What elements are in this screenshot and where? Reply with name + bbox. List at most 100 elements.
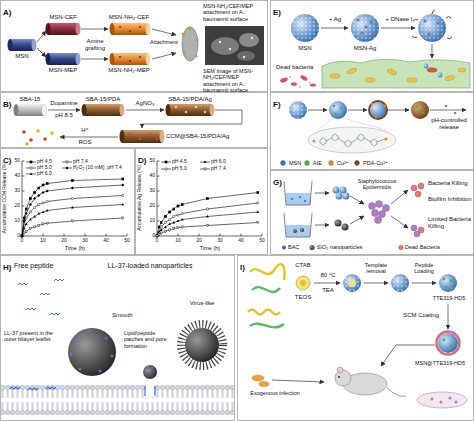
- part-label: MSN@TTE319-HD5: [410, 360, 470, 366]
- part-label: Staphylococcus Epidermidis: [352, 178, 402, 191]
- pda-cylinder: [82, 104, 87, 116]
- legend-line: [161, 169, 171, 170]
- ccm-cylinder: [122, 130, 162, 143]
- loaded-sphere: [335, 113, 338, 116]
- arrow: [272, 380, 324, 382]
- step-label: ROS: [70, 139, 100, 146]
- panel-a-illustration: [8, 23, 265, 65]
- arrow: [430, 110, 466, 111]
- panel-heading: LL-37-loaded nanoparticles: [90, 262, 210, 270]
- msn-sphere: [391, 274, 409, 292]
- tick-label: 10: [35, 238, 51, 244]
- arrow: [321, 28, 432, 58]
- step-label: Dopamine: [48, 100, 80, 107]
- axis-title: Accumulative Ag Release (%): [137, 158, 143, 238]
- peptide-patch: [143, 365, 157, 397]
- msn-ag-sphere: [351, 14, 379, 42]
- legend-line: [200, 169, 210, 170]
- staphylococcus-cluster: [376, 201, 383, 208]
- legend-entry: pH 5.0: [26, 165, 52, 171]
- peptide-structure: [250, 324, 284, 328]
- peptide-patch: [143, 365, 157, 379]
- smooth-nanoparticle: [70, 353, 73, 356]
- biofilm: [407, 78, 417, 82]
- part-label: TTE319-HD5: [426, 295, 472, 301]
- step-label: Exogenous infection: [248, 390, 302, 396]
- loaded-sphere: [333, 105, 336, 108]
- sem-image: [251, 37, 253, 39]
- part-label: CTAB: [290, 262, 316, 269]
- release-chart: [22, 161, 127, 236]
- tick-label: 40: [143, 173, 155, 179]
- sem-image: [205, 26, 264, 65]
- legend-line: [26, 174, 36, 175]
- part-label: Smooth: [112, 312, 146, 319]
- sba15-cylinder: [16, 104, 44, 116]
- drug-loaded-cylinder: [46, 53, 81, 65]
- culture-dish: [449, 397, 452, 400]
- arrow: [152, 29, 176, 35]
- step-label: Template removal: [358, 262, 394, 275]
- arrow: [321, 28, 348, 29]
- step-label: Exogenous infection: [248, 390, 302, 396]
- biofilm: [387, 68, 398, 76]
- msn-ag-sphere: [360, 31, 363, 34]
- ag-cylinder: [168, 104, 212, 116]
- dead-bacteria: [310, 83, 316, 86]
- panel-g-illustration: [282, 181, 424, 250]
- tick-label: 50: [119, 238, 135, 244]
- coated-sphere: [450, 345, 453, 348]
- step-label: Template removal: [358, 262, 394, 275]
- amine-cylinder: [119, 26, 121, 28]
- arrow: [126, 110, 164, 111]
- amine-cylinder: [112, 53, 148, 65]
- beaker: [300, 228, 304, 232]
- curcumin-molecules: [29, 138, 33, 142]
- sem-image: [243, 56, 245, 58]
- ag-cylinder: [204, 111, 206, 113]
- ag-cylinder: [185, 111, 187, 113]
- biofilm: [445, 75, 456, 82]
- coated-sphere: [384, 105, 386, 107]
- legend-icon: [329, 161, 334, 166]
- msn-ag-dnase-sphere: [418, 14, 446, 42]
- legend-entry: pH 5.0: [161, 166, 187, 172]
- axis-title: Accumulative Ag Release (%): [137, 158, 143, 238]
- legend-icon: [399, 245, 404, 250]
- note-label: Lipid/peptide patches and pore formation: [124, 330, 174, 349]
- tick-label: 20: [143, 203, 155, 209]
- msn-cylinder: [10, 39, 34, 51]
- bacterium: [252, 375, 269, 387]
- panel-letter: E): [273, 9, 281, 17]
- legend-entry: AIE: [302, 160, 322, 166]
- ctab-micelle: [300, 280, 306, 286]
- key-label: SiO₂ nanoparticles: [317, 244, 377, 250]
- dead-bacteria: [300, 74, 309, 81]
- step-label: TEA: [315, 287, 341, 294]
- legend-icon: [281, 161, 286, 166]
- peptide-structure: [248, 310, 280, 315]
- dead-bacteria: [280, 77, 289, 83]
- msn-cylinder: [32, 39, 37, 51]
- release-chart: [22, 196, 123, 237]
- sem-image: [229, 48, 231, 50]
- legend-label: PDA-Cu²⁺: [363, 160, 388, 166]
- legend-label: pH 4.5: [172, 159, 187, 165]
- step-label: 80 °C: [315, 272, 341, 279]
- tick-label: 0: [8, 233, 20, 239]
- tick-label: 20: [191, 238, 207, 244]
- part-label: MSN: [290, 45, 320, 52]
- msn-ag-dnase-sphere: [412, 10, 452, 39]
- step-label: TEA: [315, 287, 341, 294]
- culture-dish: [417, 392, 467, 408]
- smooth-nanoparticle: [75, 339, 78, 342]
- nanoparticle-cluster: [335, 220, 342, 227]
- peptide-patch: [145, 386, 155, 396]
- legend-sample: [352, 160, 362, 166]
- legend-sample: [161, 166, 171, 172]
- bacterium: [182, 33, 185, 36]
- tick-label: 50: [8, 158, 20, 164]
- release-chart: [22, 185, 123, 236]
- ag-cylinder: [166, 104, 215, 116]
- tick-label: 50: [254, 238, 270, 244]
